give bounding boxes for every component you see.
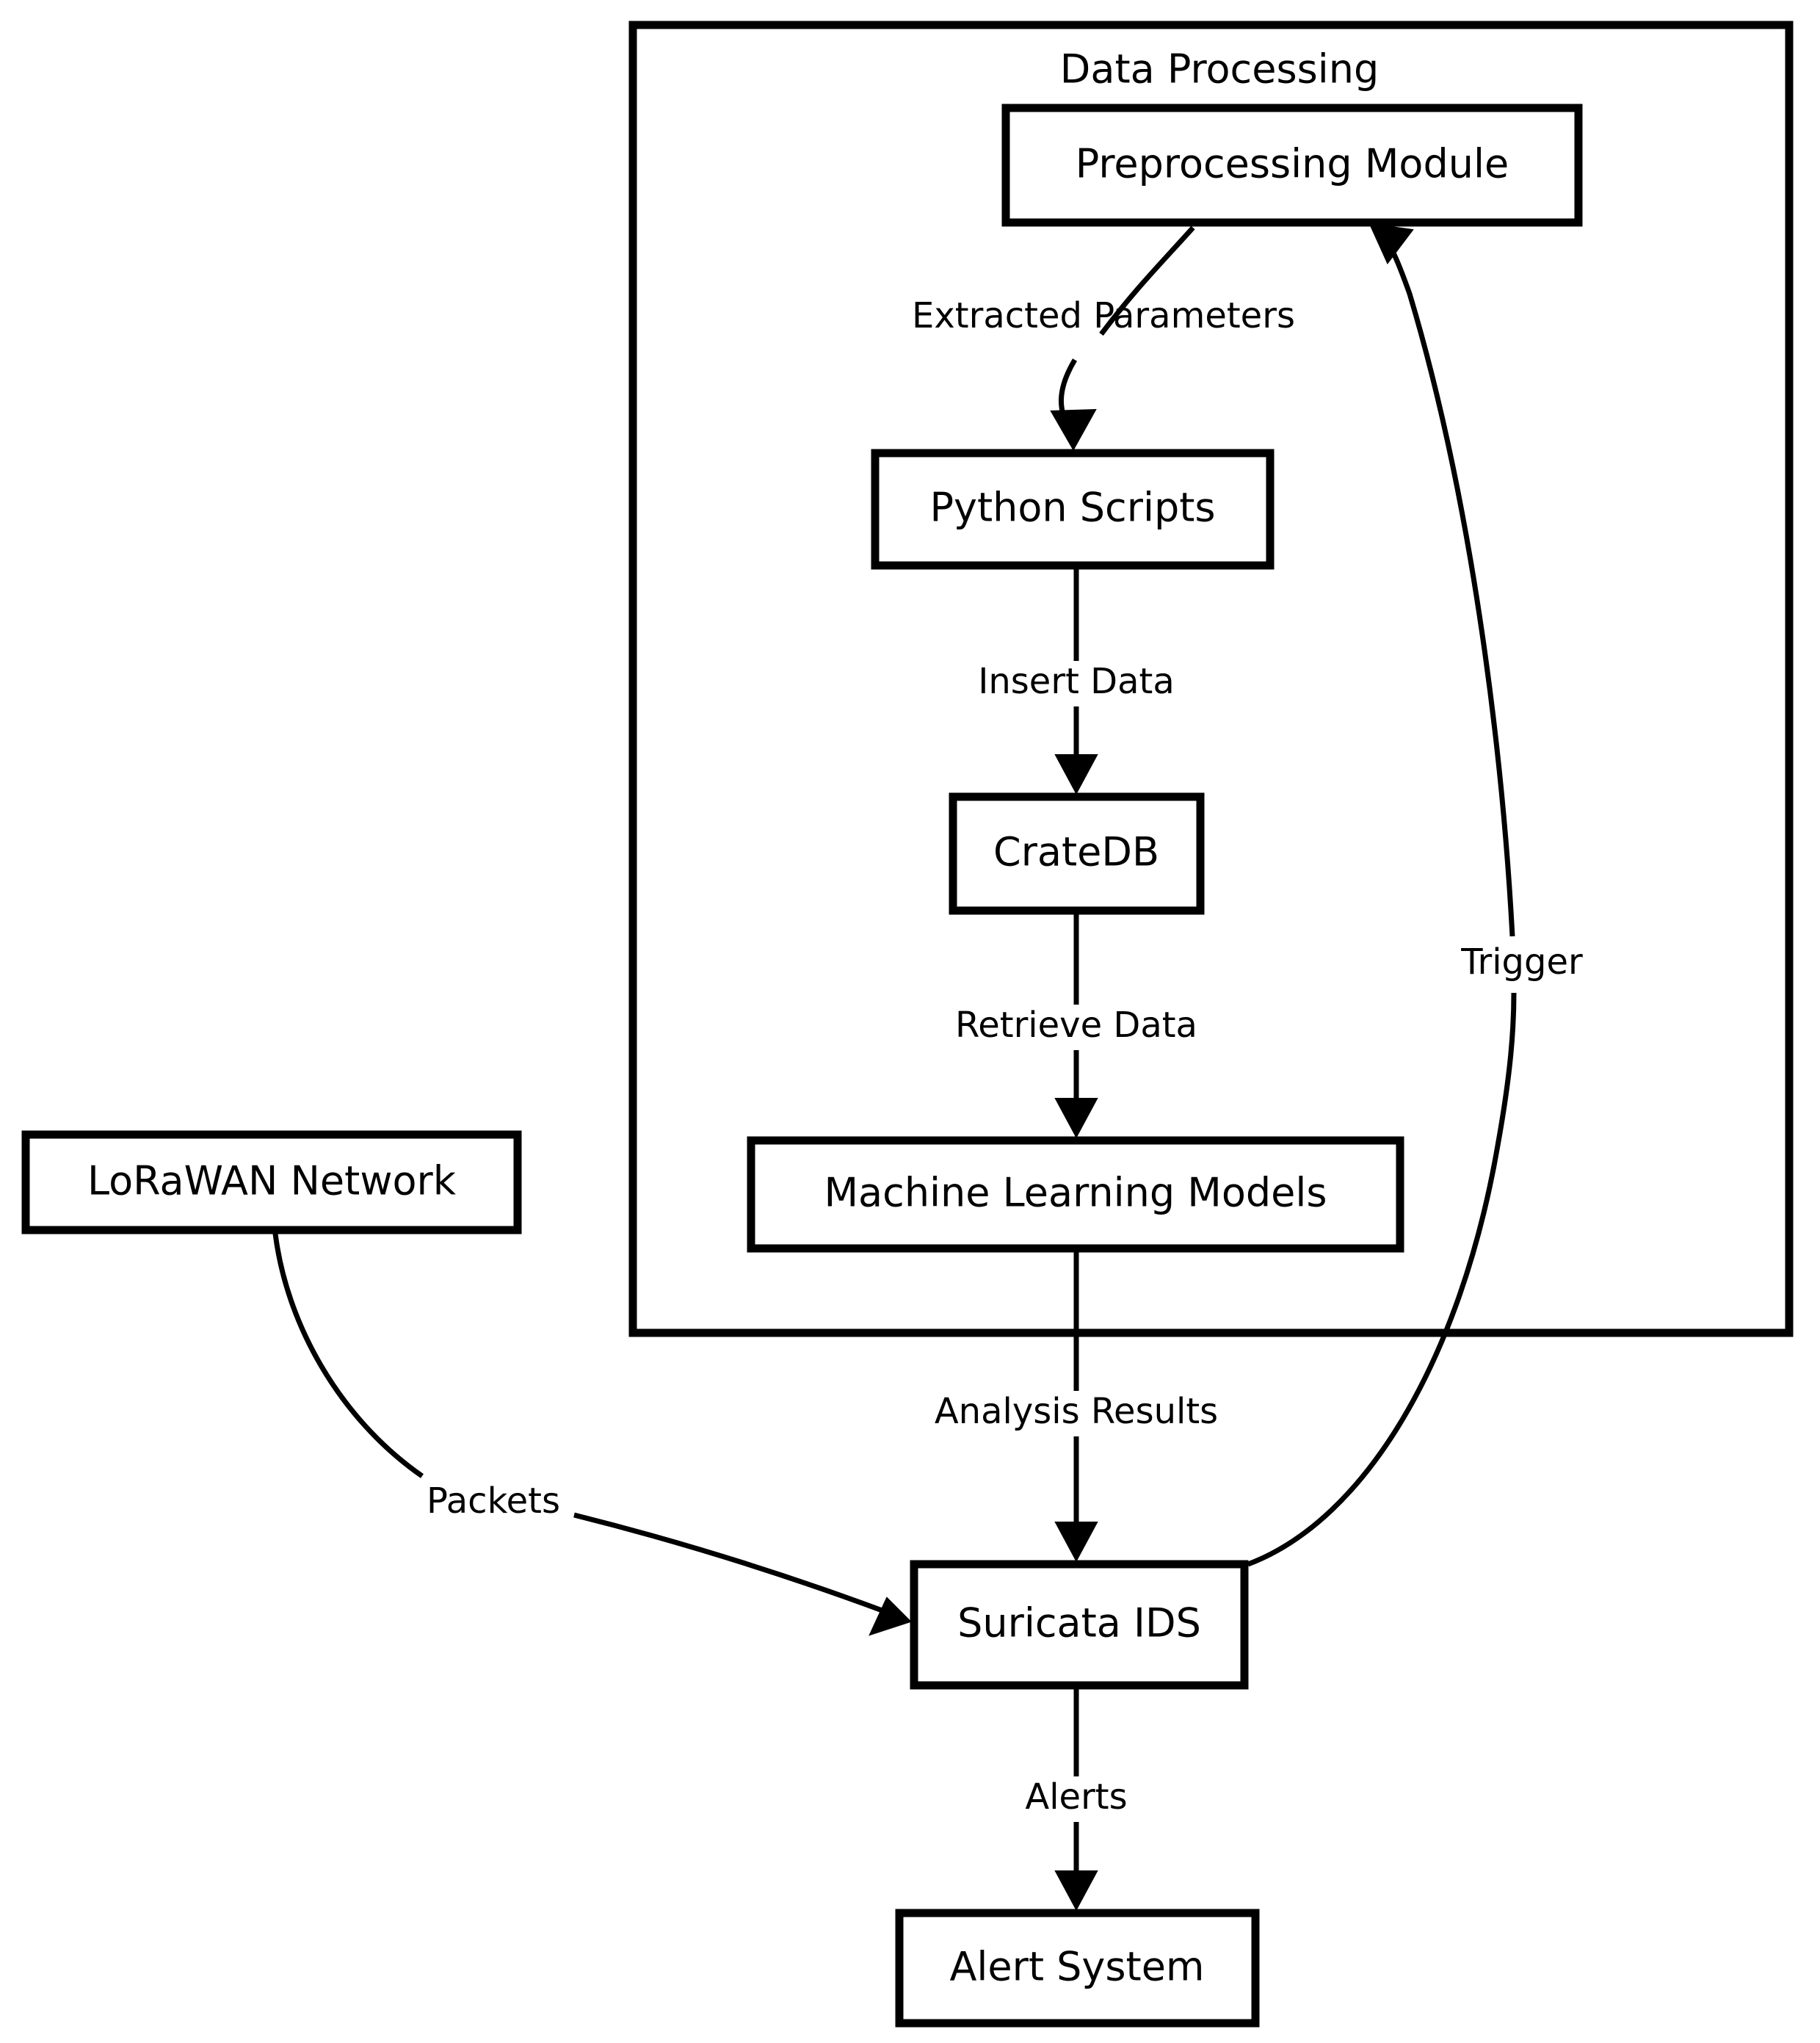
node-lorawan-network[interactable]: LoRaWAN Network: [21, 1130, 522, 1234]
node-label-cratedb: CrateDB: [993, 829, 1159, 875]
arrowhead-retrieve-data: [1054, 1098, 1098, 1139]
cluster-label-data-processing: Data Processing: [1060, 46, 1379, 93]
node-label-python-scripts: Python Scripts: [929, 485, 1215, 531]
node-rect-cratedb[interactable]: [949, 792, 1205, 915]
node-suricata-ids[interactable]: Suricata IDS: [910, 1560, 1249, 1690]
node-rect-lorawan-network[interactable]: [21, 1130, 522, 1234]
edge-insert-data: Insert Data: [978, 569, 1175, 795]
node-label-alert-system: Alert System: [949, 1944, 1204, 1990]
node-alert-system[interactable]: Alert System: [895, 1909, 1260, 2028]
edge-path-extracted-parameters: [1099, 225, 1195, 336]
edge-label-packets: Packets: [427, 1480, 560, 1522]
node-label-preprocessing-module: Preprocessing Module: [1076, 141, 1509, 187]
node-rect-suricata-ids[interactable]: [910, 1560, 1249, 1690]
cluster-data-processing: [628, 21, 1794, 1337]
node-preprocessing-module[interactable]: Preprocessing Module: [1001, 104, 1583, 227]
edge-path-trigger-lower: [1247, 992, 1517, 1567]
node-rect-alert-system[interactable]: [895, 1909, 1260, 2028]
arrowhead-trigger: [1368, 223, 1414, 264]
edge-label-extracted-parameters: Extracted Parameters: [912, 295, 1295, 336]
arrowhead-extracted-parameters: [1050, 408, 1097, 452]
edge-extracted-parameters: Extracted Parameters: [912, 225, 1295, 452]
node-rect-python-scripts[interactable]: [871, 449, 1275, 570]
edge-retrieve-data: Retrieve Data: [955, 914, 1197, 1139]
edge-label-trigger: Trigger: [1460, 941, 1583, 983]
edge-label-insert-data: Insert Data: [978, 661, 1175, 702]
node-machine-learning-models[interactable]: Machine Learning Models: [747, 1136, 1404, 1253]
edge-label-alerts: Alerts: [1025, 1776, 1127, 1818]
arrowhead-alerts: [1054, 1870, 1098, 1912]
arrowhead-insert-data: [1054, 754, 1098, 795]
node-cratedb[interactable]: CrateDB: [949, 792, 1205, 915]
arrowhead-analysis-results: [1054, 1522, 1098, 1563]
node-rect-preprocessing-module[interactable]: [1001, 104, 1583, 227]
node-label-machine-learning-models: Machine Learning Models: [824, 1170, 1327, 1216]
edge-path-packets-upper: [272, 1233, 424, 1478]
edge-path-trigger-upper: [1382, 234, 1515, 937]
node-python-scripts[interactable]: Python Scripts: [871, 449, 1275, 570]
edge-trigger: Trigger: [1247, 223, 1583, 1567]
edge-alerts: Alerts: [1025, 1689, 1128, 1912]
node-rect-machine-learning-models[interactable]: [747, 1136, 1404, 1253]
edge-label-analysis-results: Analysis Results: [935, 1391, 1218, 1432]
node-label-lorawan-network: LoRaWAN Network: [87, 1158, 457, 1204]
edge-analysis-results: Analysis Results: [935, 1252, 1218, 1563]
node-label-suricata-ids: Suricata IDS: [957, 1600, 1201, 1646]
edge-label-retrieve-data: Retrieve Data: [955, 1005, 1197, 1046]
edge-path-packets-lower: [573, 1512, 893, 1617]
edge-packets: Packets: [272, 1233, 912, 1636]
arrowhead-packets: [869, 1597, 912, 1636]
